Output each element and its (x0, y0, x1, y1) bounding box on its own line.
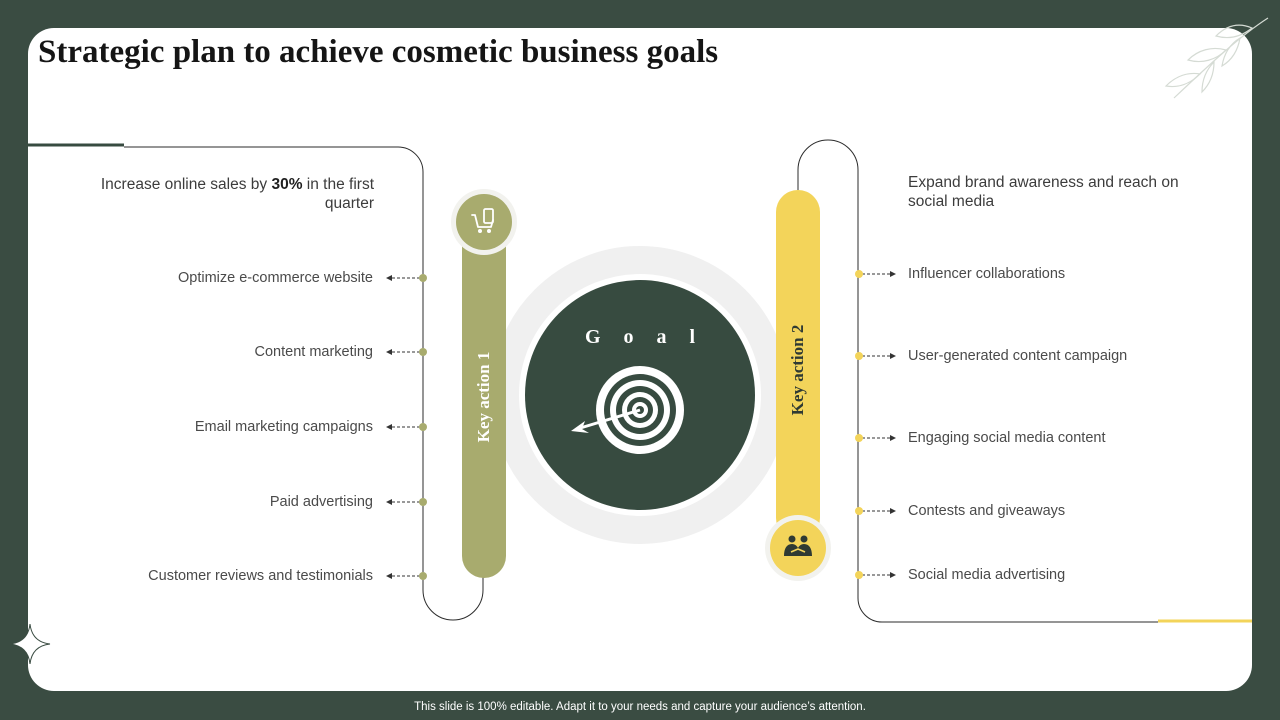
leaf-decoration-icon (1164, 17, 1269, 99)
list-item: Content marketing (254, 344, 373, 360)
footer-note: This slide is 100% editable. Adapt it to… (414, 701, 866, 713)
key-action-2-label: Key action 2 (788, 324, 807, 416)
key-action-2-badge (765, 515, 831, 581)
list-item: Email marketing campaigns (194, 419, 373, 435)
page-title: Strategic plan to achieve cosmetic busin… (38, 34, 719, 70)
key-action-1-bar (462, 212, 506, 578)
goal-label: G o a l (584, 326, 705, 348)
shopping-cart-icon (471, 208, 494, 233)
key-action-1-label: Key action 1 (474, 351, 493, 443)
sparkle-icon (9, 623, 51, 665)
target-arrow-icon (571, 366, 684, 454)
list-item: Social media advertising (908, 567, 1066, 583)
right-heading: Expand brand awareness and reach on soci… (908, 174, 1179, 210)
list-item: Optimize e-commerce website (178, 270, 373, 286)
list-item: Contests and giveaways (908, 503, 1066, 519)
key-action-2-bar (776, 190, 820, 540)
list-item: User-generated content campaign (908, 348, 1128, 364)
list-item: Paid advertising (269, 494, 373, 510)
key-action-1-badge (451, 189, 517, 255)
handshake-icon (784, 535, 812, 556)
list-item: Customer reviews and testimonials (148, 568, 373, 584)
list-item: Influencer collaborations (908, 266, 1066, 282)
list-item: Engaging social media content (908, 430, 1106, 446)
left-heading: Increase online sales by 30% in the firs… (100, 176, 374, 212)
goal-circle: G o a l (525, 280, 755, 510)
